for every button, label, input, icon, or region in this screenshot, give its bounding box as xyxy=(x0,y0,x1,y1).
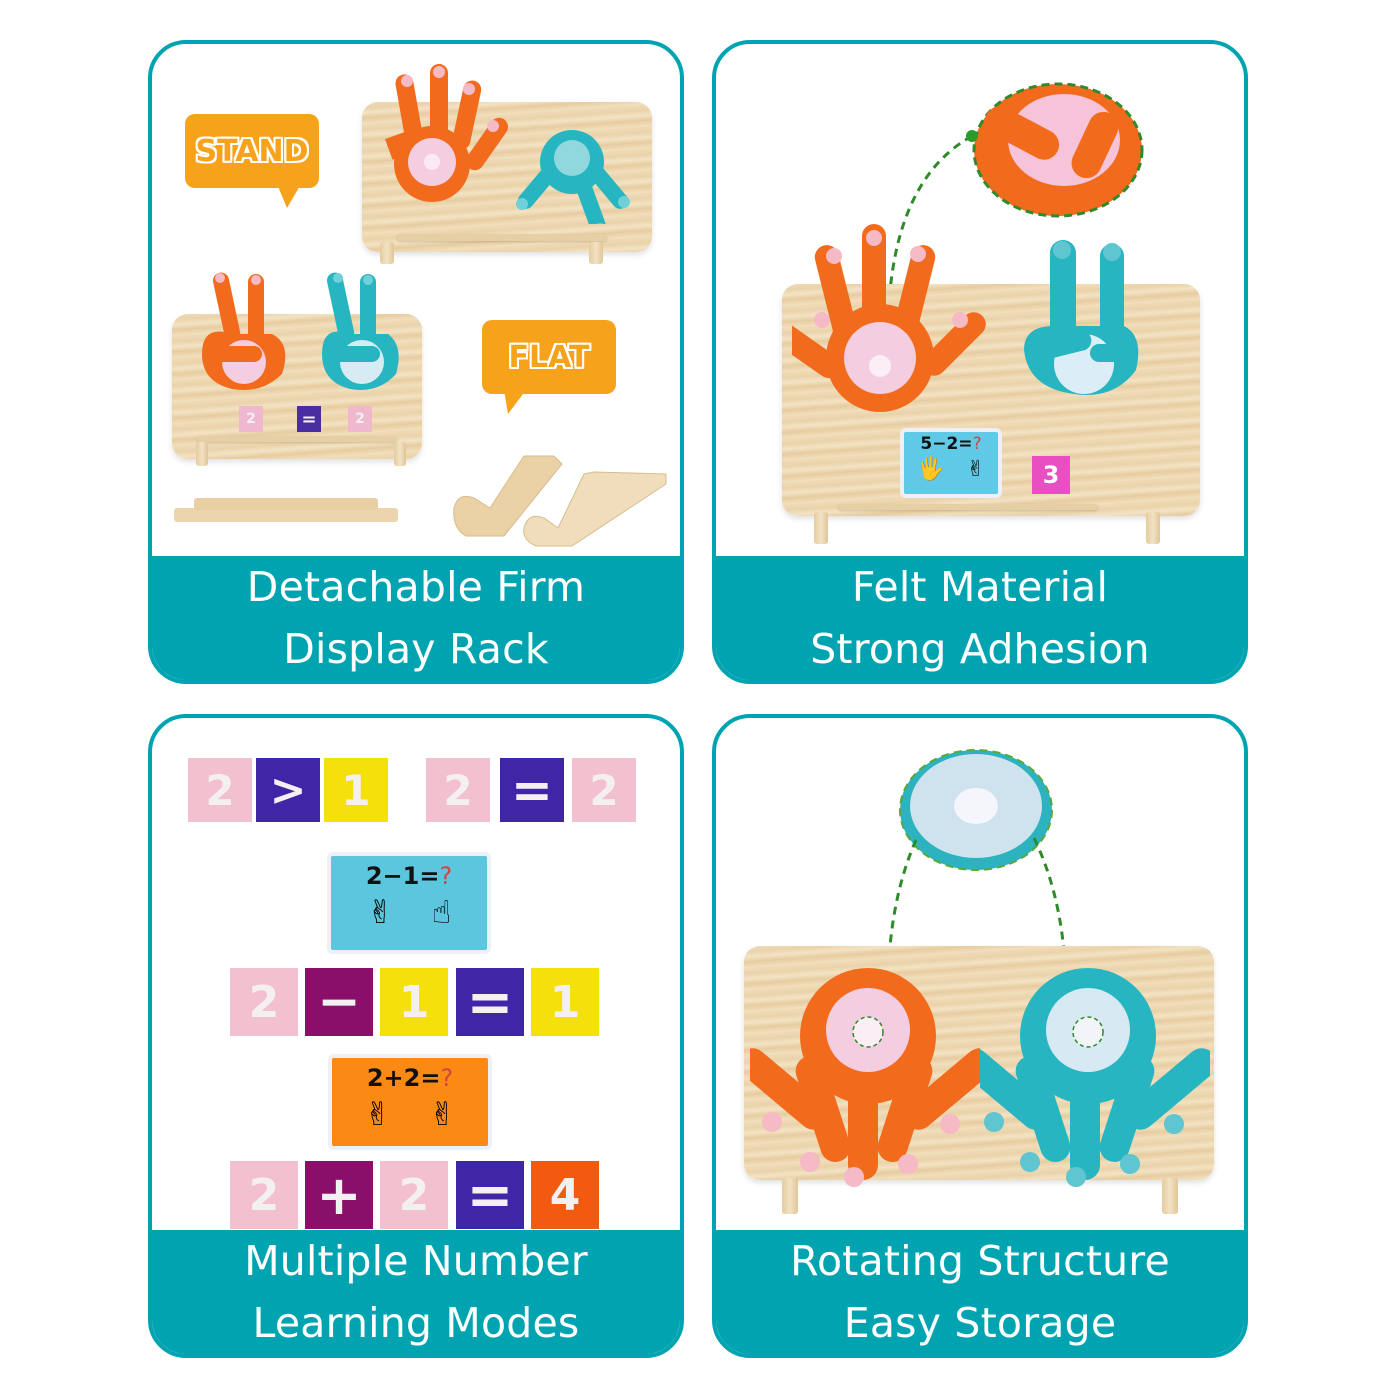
number-tile: 2 xyxy=(230,968,298,1036)
number-tile: 1 xyxy=(380,968,448,1036)
number-tile: 2 xyxy=(572,758,636,822)
number-tile: 2 xyxy=(239,406,263,432)
answer-tile: 3 xyxy=(1032,456,1070,494)
flat-speech-bubble: FLAT xyxy=(482,320,616,414)
panel-detachable-rack: STAND xyxy=(148,40,684,684)
minus-tile: − xyxy=(305,968,373,1036)
hand-two-icon: ✌ xyxy=(364,1095,391,1133)
hand-two-icon: ✌ xyxy=(429,1095,456,1133)
number-tile: 4 xyxy=(531,1161,599,1229)
zoom-detail-circle-icon xyxy=(972,82,1144,218)
zoom-detail-disc-icon xyxy=(899,749,1053,871)
hand-two-icon: ✌ xyxy=(366,893,394,931)
greater-than-tile: > xyxy=(256,758,320,822)
hand-pictograms: ✌ ☝ xyxy=(367,894,451,930)
number-tile: 2 xyxy=(188,758,252,822)
number-tile: 1 xyxy=(531,968,599,1036)
equals-tile: = xyxy=(456,968,524,1036)
leg xyxy=(1146,512,1160,544)
leg xyxy=(1162,1178,1178,1214)
stand-label: STAND xyxy=(195,133,309,169)
teal-felt-hand-two-icon xyxy=(1024,240,1139,395)
equals-tile: = xyxy=(297,406,321,432)
panel-rotating-structure: Rotating Structure Easy Storage xyxy=(712,714,1248,1358)
caption-line-2: Display Rack xyxy=(283,625,549,673)
hand-two-icon: ✌ xyxy=(966,457,985,482)
plus-tile: + xyxy=(305,1161,373,1229)
caption-detachable-rack: Detachable Firm Display Rack xyxy=(152,556,680,680)
panel-felt-material: 5−2=? 🖐 ✌ 3 Felt Material Strong Adhesio… xyxy=(712,40,1248,684)
panel-learning-modes: 2 > 1 2 = 2 2−1=? ✌ ☝ 2 − 1 = 1 2+2=? ✌ … xyxy=(148,714,684,1358)
product-image-rotating xyxy=(716,718,1244,1238)
leg xyxy=(196,442,208,466)
product-image-felt: 5−2=? 🖐 ✌ 3 xyxy=(716,44,1244,564)
caption-felt-material: Felt Material Strong Adhesion xyxy=(716,556,1244,680)
caption-line-1: Felt Material xyxy=(851,563,1109,611)
number-tile: 2 xyxy=(348,406,372,432)
equals-tile: = xyxy=(456,1161,524,1229)
leg xyxy=(589,242,603,264)
equation-text: 2+2=? xyxy=(366,1064,454,1092)
stand-speech-bubble: STAND xyxy=(185,114,319,208)
caption-line-1: Detachable Firm xyxy=(246,563,586,611)
rail xyxy=(197,436,397,442)
caption-line-2: Learning Modes xyxy=(252,1299,580,1347)
number-tile: 2 xyxy=(230,1161,298,1229)
hand-one-icon: ☝ xyxy=(431,893,452,931)
caption-line-1: Rotating Structure xyxy=(790,1237,1170,1285)
leg xyxy=(394,442,406,466)
caption-line-2: Easy Storage xyxy=(843,1299,1117,1347)
teal-felt-hand-icon xyxy=(980,968,1210,1187)
number-tile: 2 xyxy=(380,1161,448,1229)
detached-rail-top xyxy=(194,498,378,510)
hand-five-icon: 🖐 xyxy=(917,457,945,482)
leg xyxy=(380,242,394,264)
leg xyxy=(814,512,828,544)
equation-text: 5−2=? xyxy=(920,434,982,454)
rail xyxy=(838,504,1098,510)
equation-card: 5−2=? 🖐 ✌ xyxy=(900,428,1002,498)
equals-tile: = xyxy=(500,758,564,822)
caption-line-2: Strong Adhesion xyxy=(810,625,1150,673)
learning-cards-image: 2 > 1 2 = 2 2−1=? ✌ ☝ 2 − 1 = 1 2+2=? ✌ … xyxy=(152,718,680,1238)
detached-stand-legs-icon xyxy=(453,455,667,547)
number-tile: 1 xyxy=(324,758,388,822)
hand-pictograms: ✌ ✌ xyxy=(364,1096,456,1132)
caption-learning-modes: Multiple Number Learning Modes xyxy=(152,1230,680,1354)
orange-felt-hand-icon xyxy=(792,224,986,412)
felt-hands-two-icon xyxy=(202,272,399,390)
felt-hands-open-icon xyxy=(385,64,630,224)
rail xyxy=(397,234,607,241)
orange-felt-hand-icon xyxy=(750,968,980,1187)
equation-card-subtraction: 2−1=? ✌ ☝ xyxy=(327,852,491,954)
caption-rotating-structure: Rotating Structure Easy Storage xyxy=(716,1230,1244,1354)
product-image-rack: STAND xyxy=(152,44,680,564)
equation-text: 2−1=? xyxy=(365,862,453,890)
flat-label: FLAT xyxy=(508,339,590,375)
leg xyxy=(782,1178,798,1214)
equation-card-addition: 2+2=? ✌ ✌ xyxy=(328,1054,492,1150)
caption-line-1: Multiple Number xyxy=(244,1237,588,1285)
number-tile: 2 xyxy=(426,758,490,822)
detached-rail xyxy=(174,508,398,522)
hand-pictograms: 🖐 ✌ xyxy=(917,458,985,482)
